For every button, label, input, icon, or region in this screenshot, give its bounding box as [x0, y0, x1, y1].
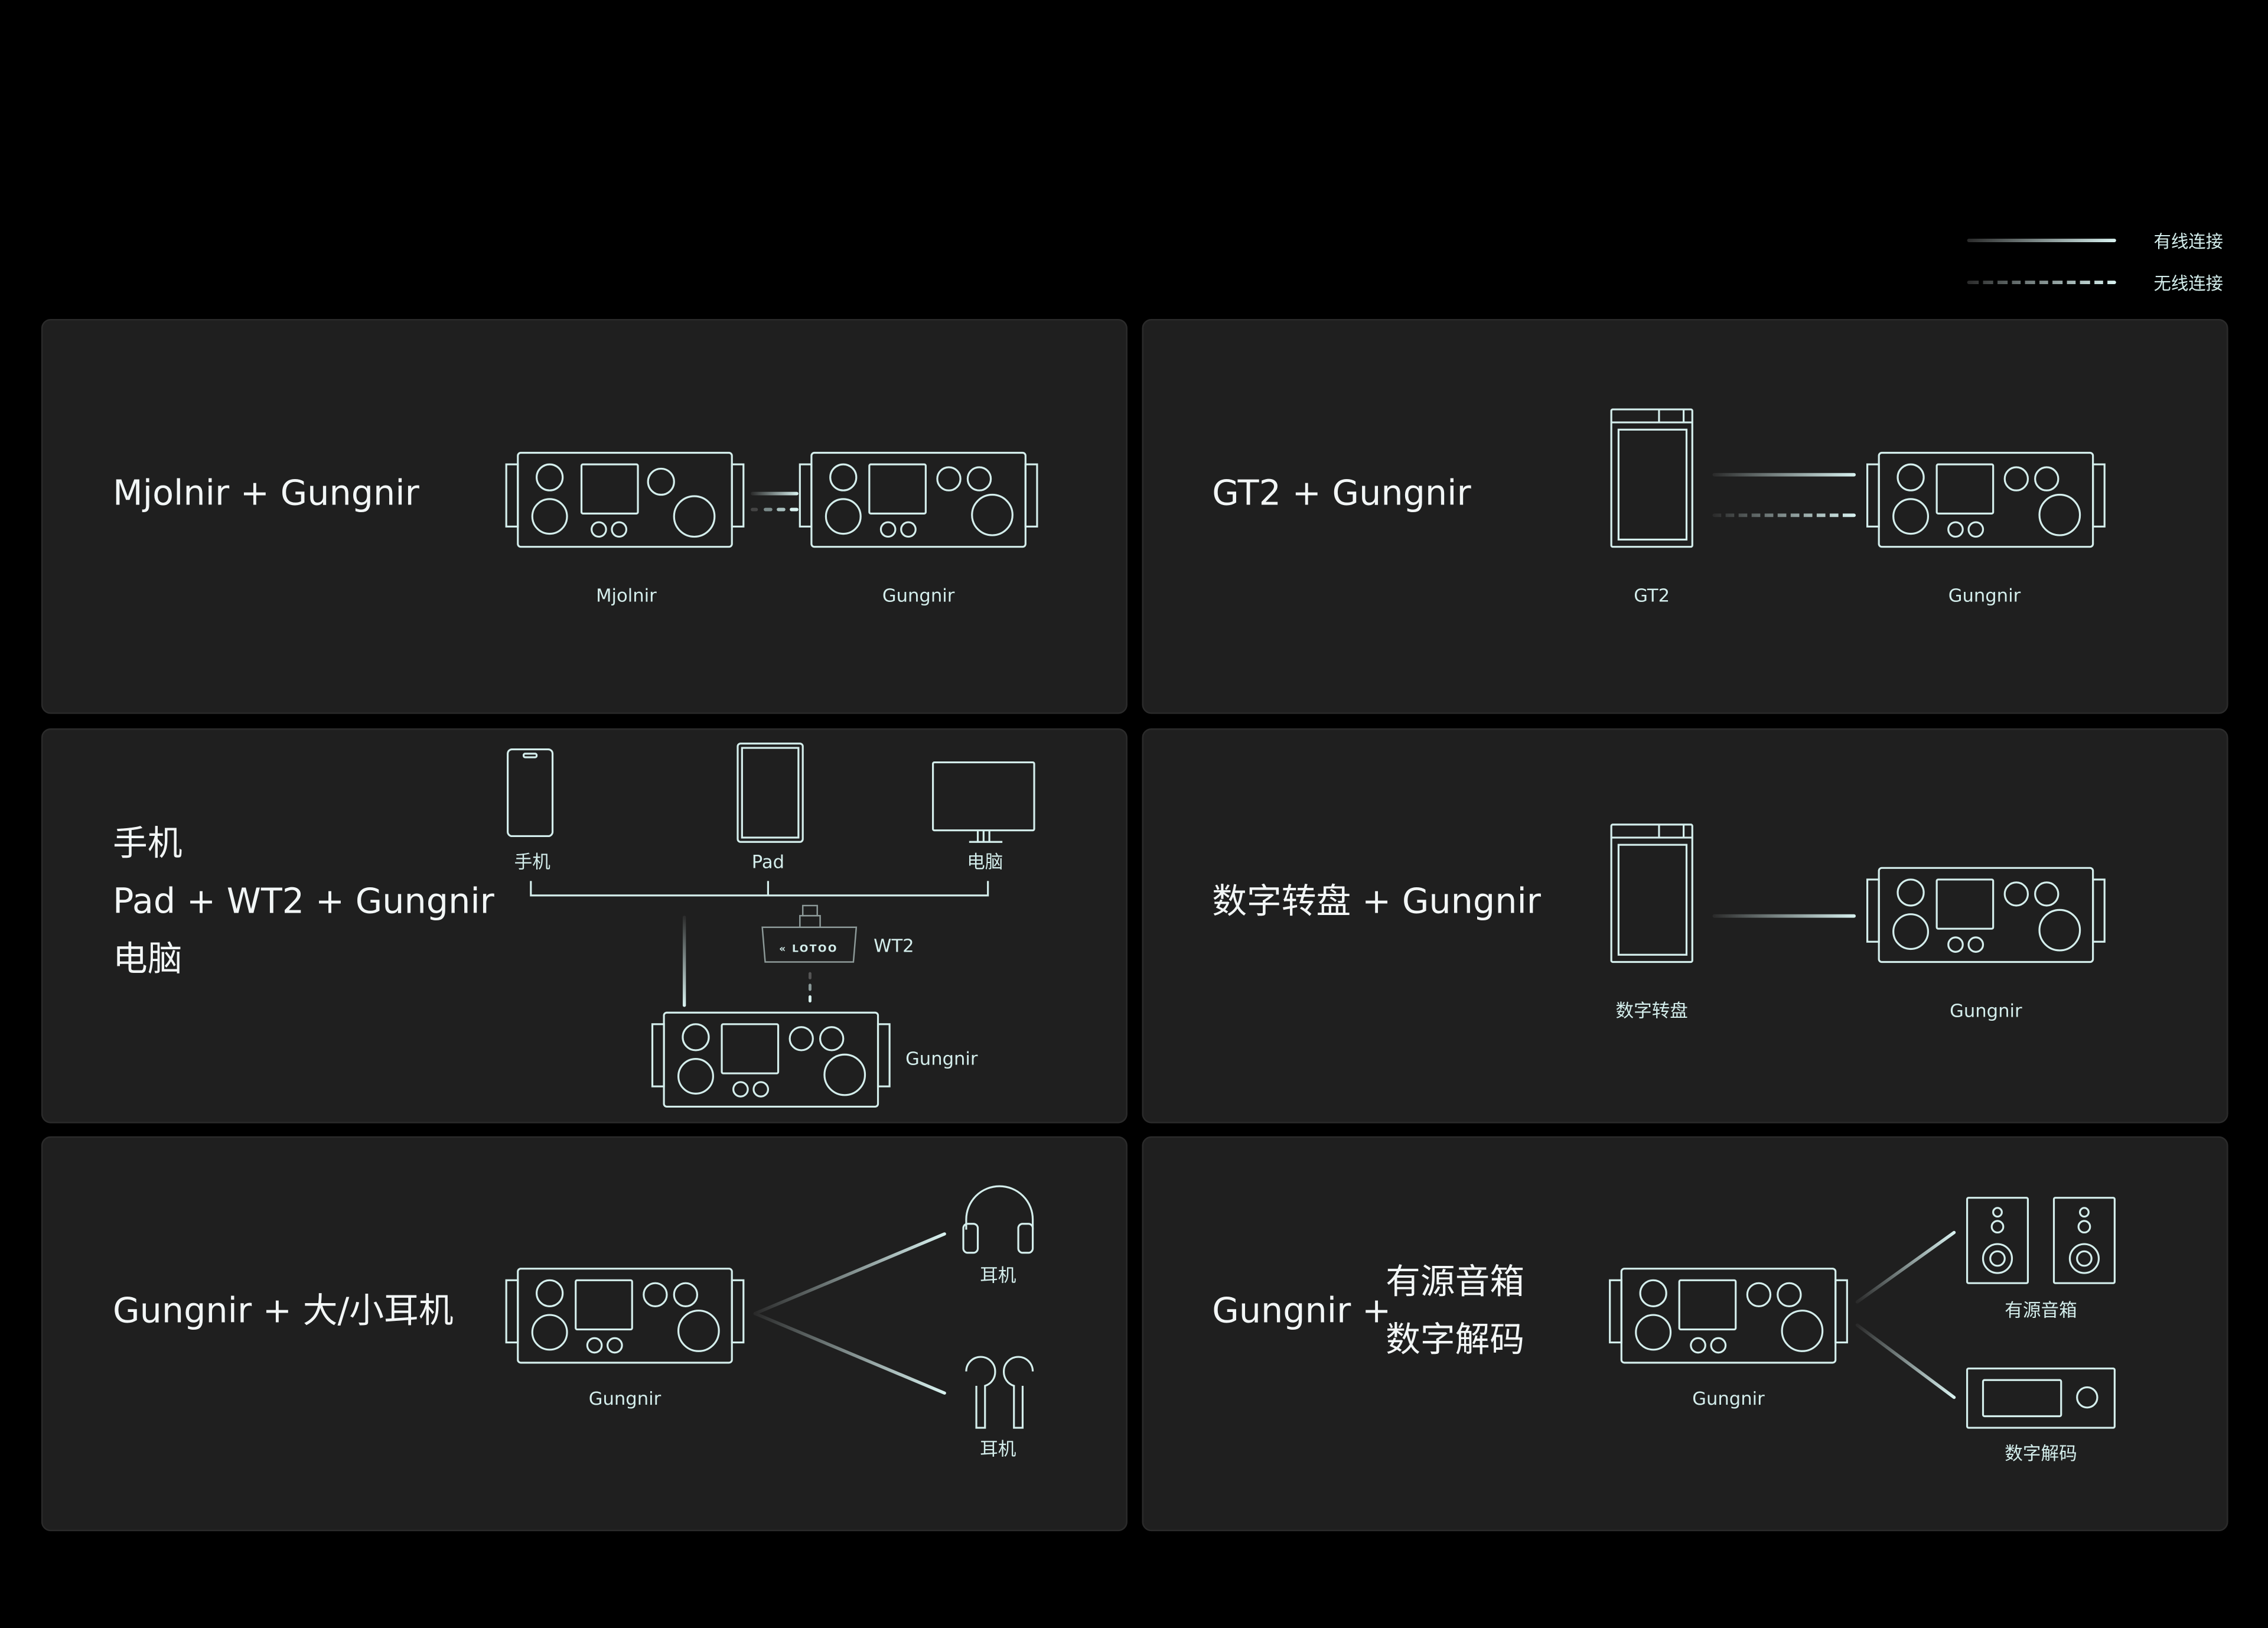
wired-connection-line — [1855, 1230, 1956, 1304]
device-label: Gungnir — [1692, 1389, 1765, 1409]
dac-icon — [1966, 1367, 2116, 1429]
device-label: Gungnir — [905, 1049, 978, 1069]
wired-connection-line — [1712, 914, 1856, 918]
headphones-icon — [962, 1185, 1034, 1254]
device-label: Pad — [752, 852, 784, 872]
device-label: 数字解码 — [2005, 1444, 2077, 1464]
device-label: WT2 — [874, 936, 914, 956]
dash-gaps — [1979, 279, 2108, 286]
device-label: 电脑 — [967, 852, 1003, 872]
device-label: GT2 — [1634, 586, 1670, 607]
legend-wired-label: 有线连接 — [2153, 232, 2223, 252]
phone-icon — [507, 748, 554, 838]
device-label: Gungnir — [1950, 1001, 2022, 1022]
wireless-connection-line — [751, 507, 799, 512]
wired-line-sample — [1967, 239, 2116, 242]
panel-title-line: 手机 — [113, 822, 183, 863]
lotoo-logo: « LOTOO — [779, 943, 838, 955]
wt2-dongle-icon: « LOTOO — [761, 904, 858, 963]
legend-wireless-label: 无线连接 — [2153, 273, 2223, 294]
panel-title-line: Pad + WT2 + Gungnir — [113, 880, 495, 921]
device-label: Gungnir — [882, 586, 955, 607]
wireless-connection-line — [808, 972, 812, 1003]
device-label: 耳机 — [980, 1440, 1016, 1460]
panel-transport-gungnir: 数字转盘 + Gungnir 数字转盘 Gungnir — [1142, 728, 2228, 1124]
panel-gt2-gungnir: GT2 + Gungnir GT2 Gungnir — [1142, 318, 2228, 714]
panel-gungnir-speakers-dac: Gungnir + 有源音箱 数字解码 有源音箱 数字解码 Gungnir — [1142, 1136, 2228, 1532]
device-label: Gungnir — [1948, 586, 2021, 607]
wired-connection-line — [751, 491, 799, 496]
panel-title-line: 电脑 — [113, 938, 183, 979]
panel-title: GT2 + Gungnir — [1212, 473, 1471, 513]
speakers-icon — [1966, 1197, 2116, 1284]
computer-icon — [932, 761, 1035, 843]
panel-mjolnir-gungnir: Mjolnir + Gungnir Mjolnir Gungnir — [41, 318, 1128, 714]
panel-title-line: 有源音箱 — [1386, 1261, 1524, 1301]
device-label: 耳机 — [980, 1266, 1016, 1287]
source-bracket-line — [530, 881, 989, 897]
earbuds-icon — [965, 1356, 1034, 1429]
panel-title: Mjolnir + Gungnir — [113, 473, 420, 513]
panel-title: Gungnir + — [1212, 1290, 1391, 1330]
device-label: 有源音箱 — [2005, 1301, 2077, 1321]
wired-connection-line — [682, 916, 686, 1007]
panel-title-line: 数字解码 — [1386, 1318, 1524, 1359]
wired-connection-line — [753, 1311, 946, 1395]
wired-connection-line — [753, 1232, 946, 1316]
wireless-connection-line — [1712, 512, 1856, 520]
device-label: 数字转盘 — [1615, 1001, 1687, 1022]
panel-gungnir-headphones: Gungnir + 大/小耳机 耳机 耳机 Gungnir — [41, 1136, 1128, 1532]
panel-title: 数字转盘 + Gungnir — [1212, 880, 1542, 921]
device-label: 手机 — [514, 852, 550, 872]
panel-wt2-gungnir: 手机 Pad + WT2 + Gungnir 电脑 手机 Pad 电脑 « LO… — [41, 728, 1128, 1124]
wired-connection-line — [1712, 473, 1856, 477]
device-label: Mjolnir — [596, 586, 657, 607]
panel-title: Gungnir + 大/小耳机 — [113, 1290, 454, 1330]
pad-icon — [737, 743, 804, 843]
device-label: Gungnir — [589, 1389, 662, 1409]
wired-connection-line — [1855, 1323, 1956, 1399]
legend: 有线连接 无线连接 — [1967, 232, 2223, 294]
